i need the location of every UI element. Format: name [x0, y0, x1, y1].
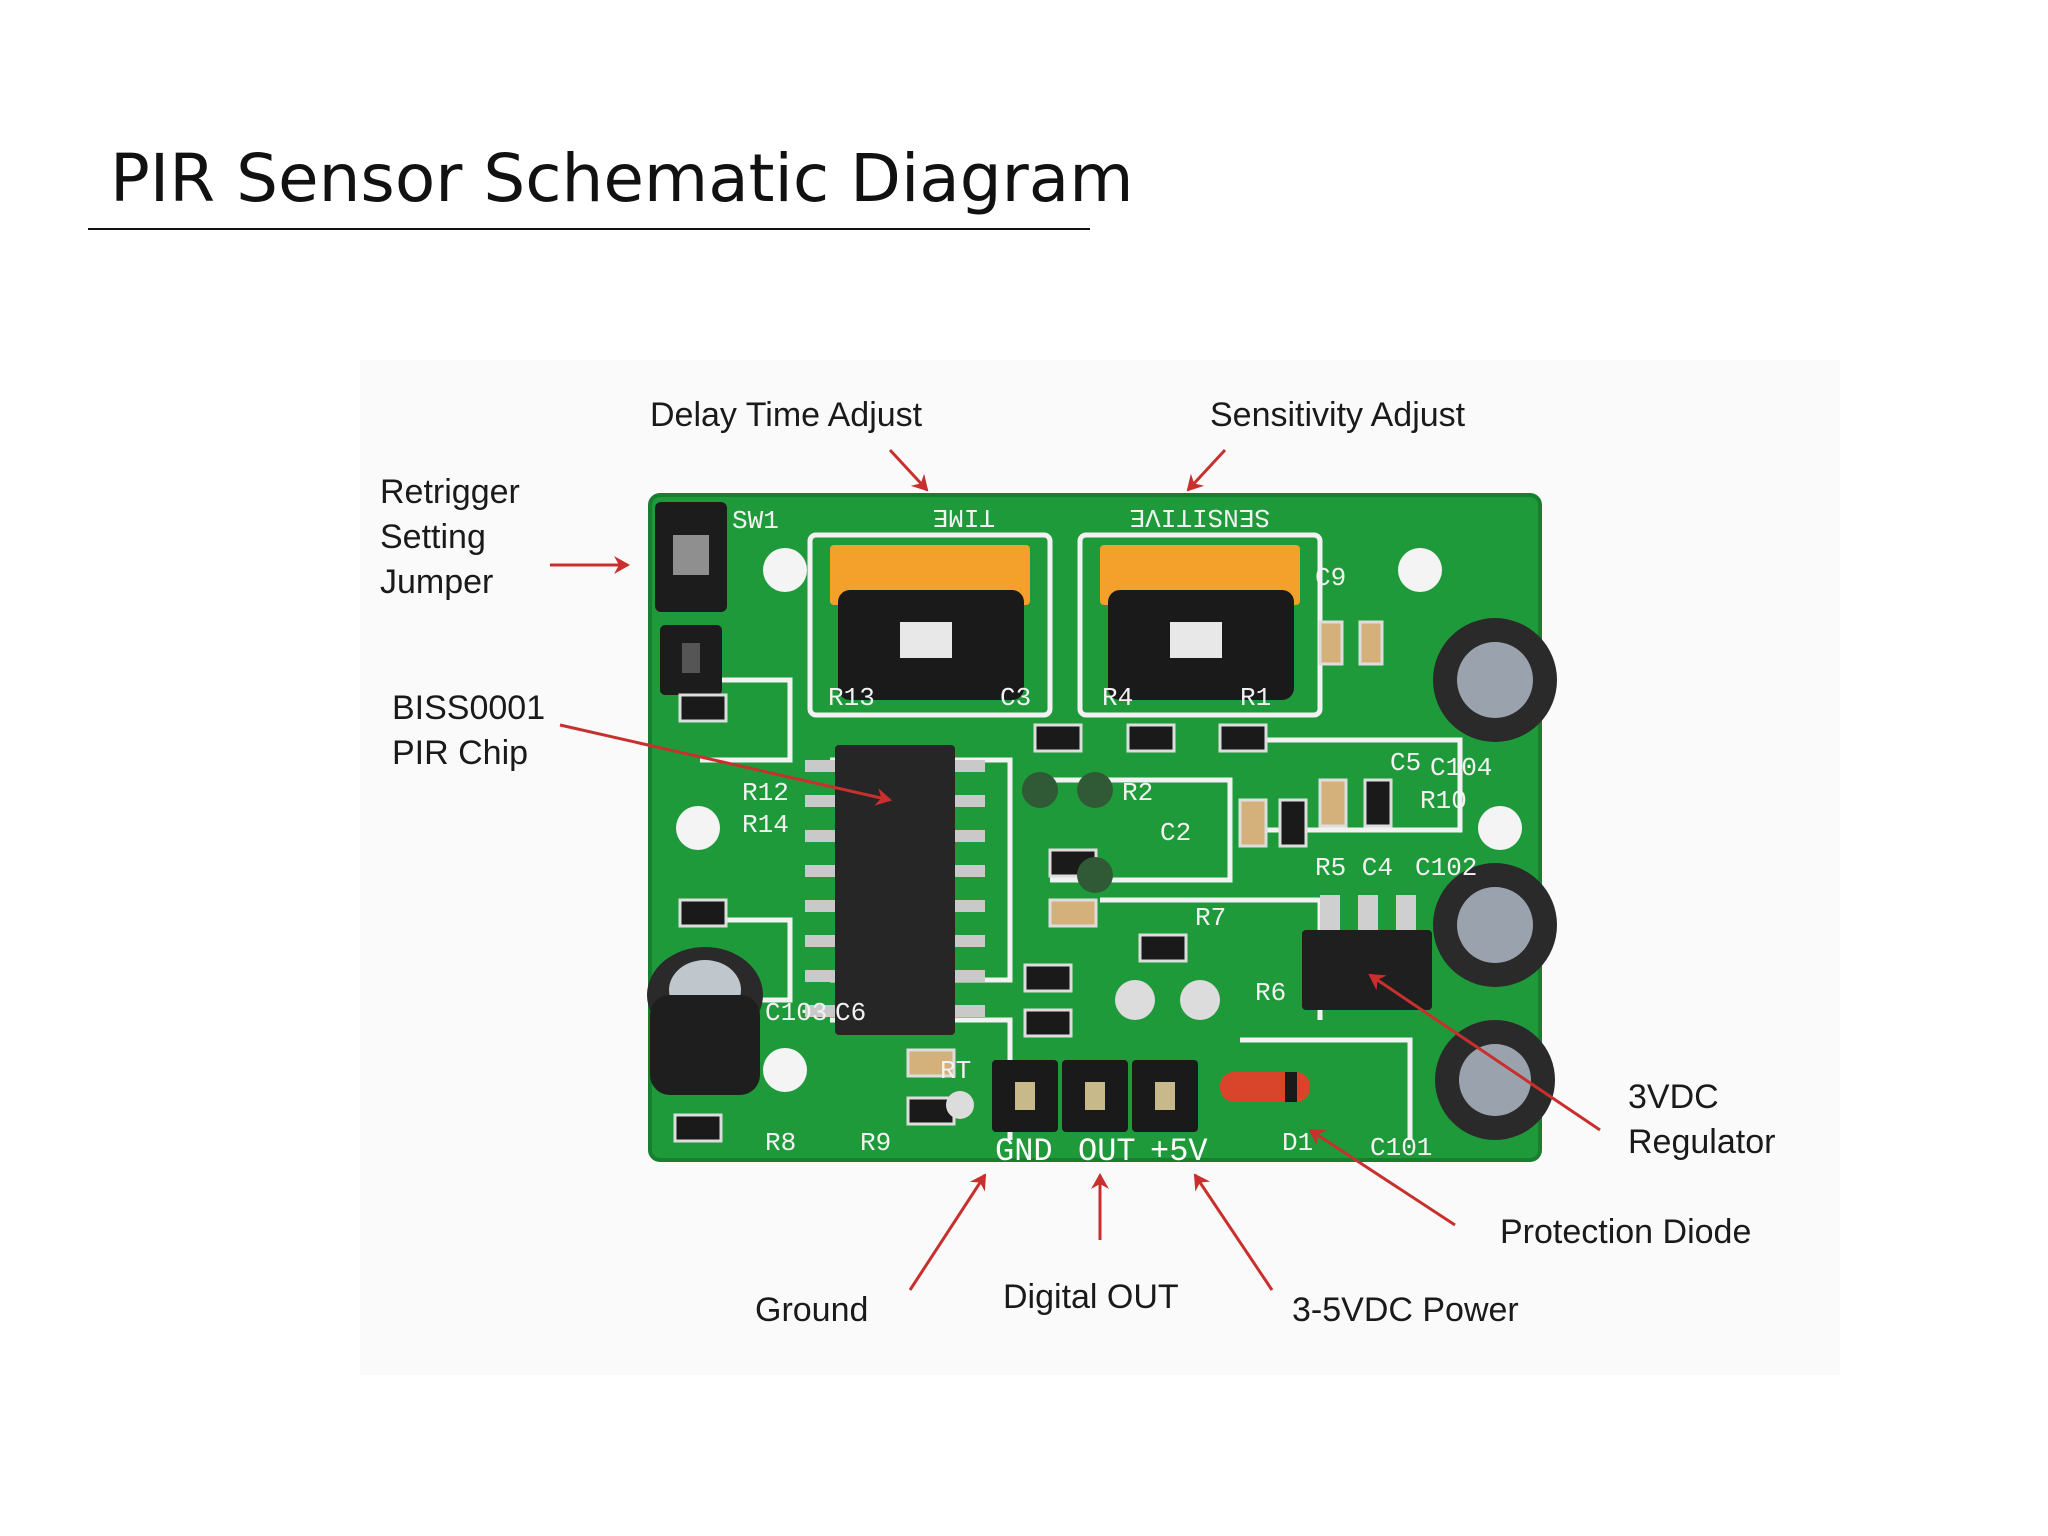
silk-out: OUT	[1078, 1133, 1136, 1170]
arrow-sensitivity	[1186, 448, 1227, 492]
label-sensitivity-adjust: Sensitivity Adjust	[1210, 396, 1466, 434]
label-regulator-line1: 3VDC	[1628, 1078, 1719, 1116]
silk-c102: C102	[1415, 853, 1477, 883]
silk-c2: C2	[1160, 818, 1191, 848]
silk-r7: R7	[1195, 903, 1226, 933]
silk-d1: D1	[1282, 1128, 1313, 1158]
label-digital-out: Digital OUT	[1003, 1278, 1179, 1316]
silk-c9: C9	[1315, 563, 1346, 593]
sensitivity-potentiometer	[1100, 545, 1300, 700]
silk-plus5v: +5V	[1150, 1133, 1208, 1170]
silk-c104: C104	[1430, 753, 1492, 783]
arrow-delay-time	[888, 448, 929, 492]
capacitor-c102	[1433, 863, 1557, 987]
silk-r2: R2	[1122, 778, 1153, 808]
silk-r13: R13	[828, 683, 875, 713]
arrow-power	[1193, 1173, 1274, 1291]
mounting-hole	[763, 548, 807, 592]
protection-diode	[1220, 1072, 1310, 1102]
capacitor-c103	[647, 947, 763, 1095]
silk-r8: R8	[765, 1128, 796, 1158]
label-3vdc-regulator: 3VDC Regulator	[1628, 1075, 1775, 1165]
silk-r1: R1	[1240, 683, 1271, 713]
label-retrigger-line3: Jumper	[380, 563, 494, 601]
silk-r12: R12	[742, 778, 789, 808]
silk-r14: R14	[742, 810, 789, 840]
silk-gnd: GND	[995, 1133, 1053, 1170]
label-chip-line2: PIR Chip	[392, 734, 529, 772]
capacitor-c101	[1435, 1020, 1555, 1140]
silk-c5: C5	[1390, 748, 1421, 778]
silk-r4: R4	[1102, 683, 1133, 713]
silk-time: TIME	[933, 502, 995, 532]
silk-c103: C103	[765, 998, 827, 1028]
arrow-chip	[559, 723, 892, 806]
label-protection-diode: Protection Diode	[1500, 1213, 1752, 1251]
biss0001-chip	[805, 745, 985, 1035]
silk-sw1: SW1	[732, 506, 779, 536]
mounting-hole	[1398, 548, 1442, 592]
silk-r5c4: R5 C4	[1315, 853, 1393, 883]
arrow-regulator	[1368, 973, 1601, 1132]
label-ground: Ground	[755, 1291, 869, 1329]
silk-r10: R10	[1420, 786, 1467, 816]
mounting-hole	[676, 806, 720, 850]
silk-c3: C3	[1000, 683, 1031, 713]
mounting-hole	[763, 1048, 807, 1092]
label-chip-line1: BISS0001	[392, 689, 546, 727]
label-retrigger-line1: Retrigger	[380, 473, 520, 511]
label-regulator-line2: Regulator	[1628, 1123, 1776, 1161]
title-underline	[88, 228, 1090, 230]
mounting-hole	[1478, 806, 1522, 850]
silk-r6: R6	[1255, 978, 1286, 1008]
delay-time-potentiometer	[830, 545, 1030, 700]
label-power: 3-5VDC Power	[1292, 1291, 1519, 1329]
pin-header	[992, 1060, 1198, 1132]
label-retrigger-line2: Setting	[380, 518, 486, 556]
label-retrigger-jumper: Retrigger Setting Jumper	[380, 470, 520, 605]
capacitor-c104	[1433, 618, 1557, 742]
page-title: PIR Sensor Schematic Diagram	[110, 140, 1134, 217]
regulator-3vdc	[1302, 895, 1432, 1010]
silk-c6: C6	[835, 998, 866, 1028]
silk-sensitive: SENSITIVE	[1130, 502, 1270, 532]
arrow-ground	[908, 1173, 987, 1291]
arrow-diode	[1308, 1128, 1456, 1227]
silk-rt: RT	[940, 1056, 971, 1086]
label-pir-chip: BISS0001 PIR Chip	[392, 686, 545, 776]
silk-c101: C101	[1370, 1133, 1432, 1163]
smd-components	[673, 620, 1393, 1143]
silk-r9: R9	[860, 1128, 891, 1158]
label-delay-time-adjust: Delay Time Adjust	[650, 396, 923, 434]
pir-board-photo: TIME SENSITIVE SW1 R13 C3 R4 R1 C9 C5 C1…	[360, 360, 1840, 1375]
